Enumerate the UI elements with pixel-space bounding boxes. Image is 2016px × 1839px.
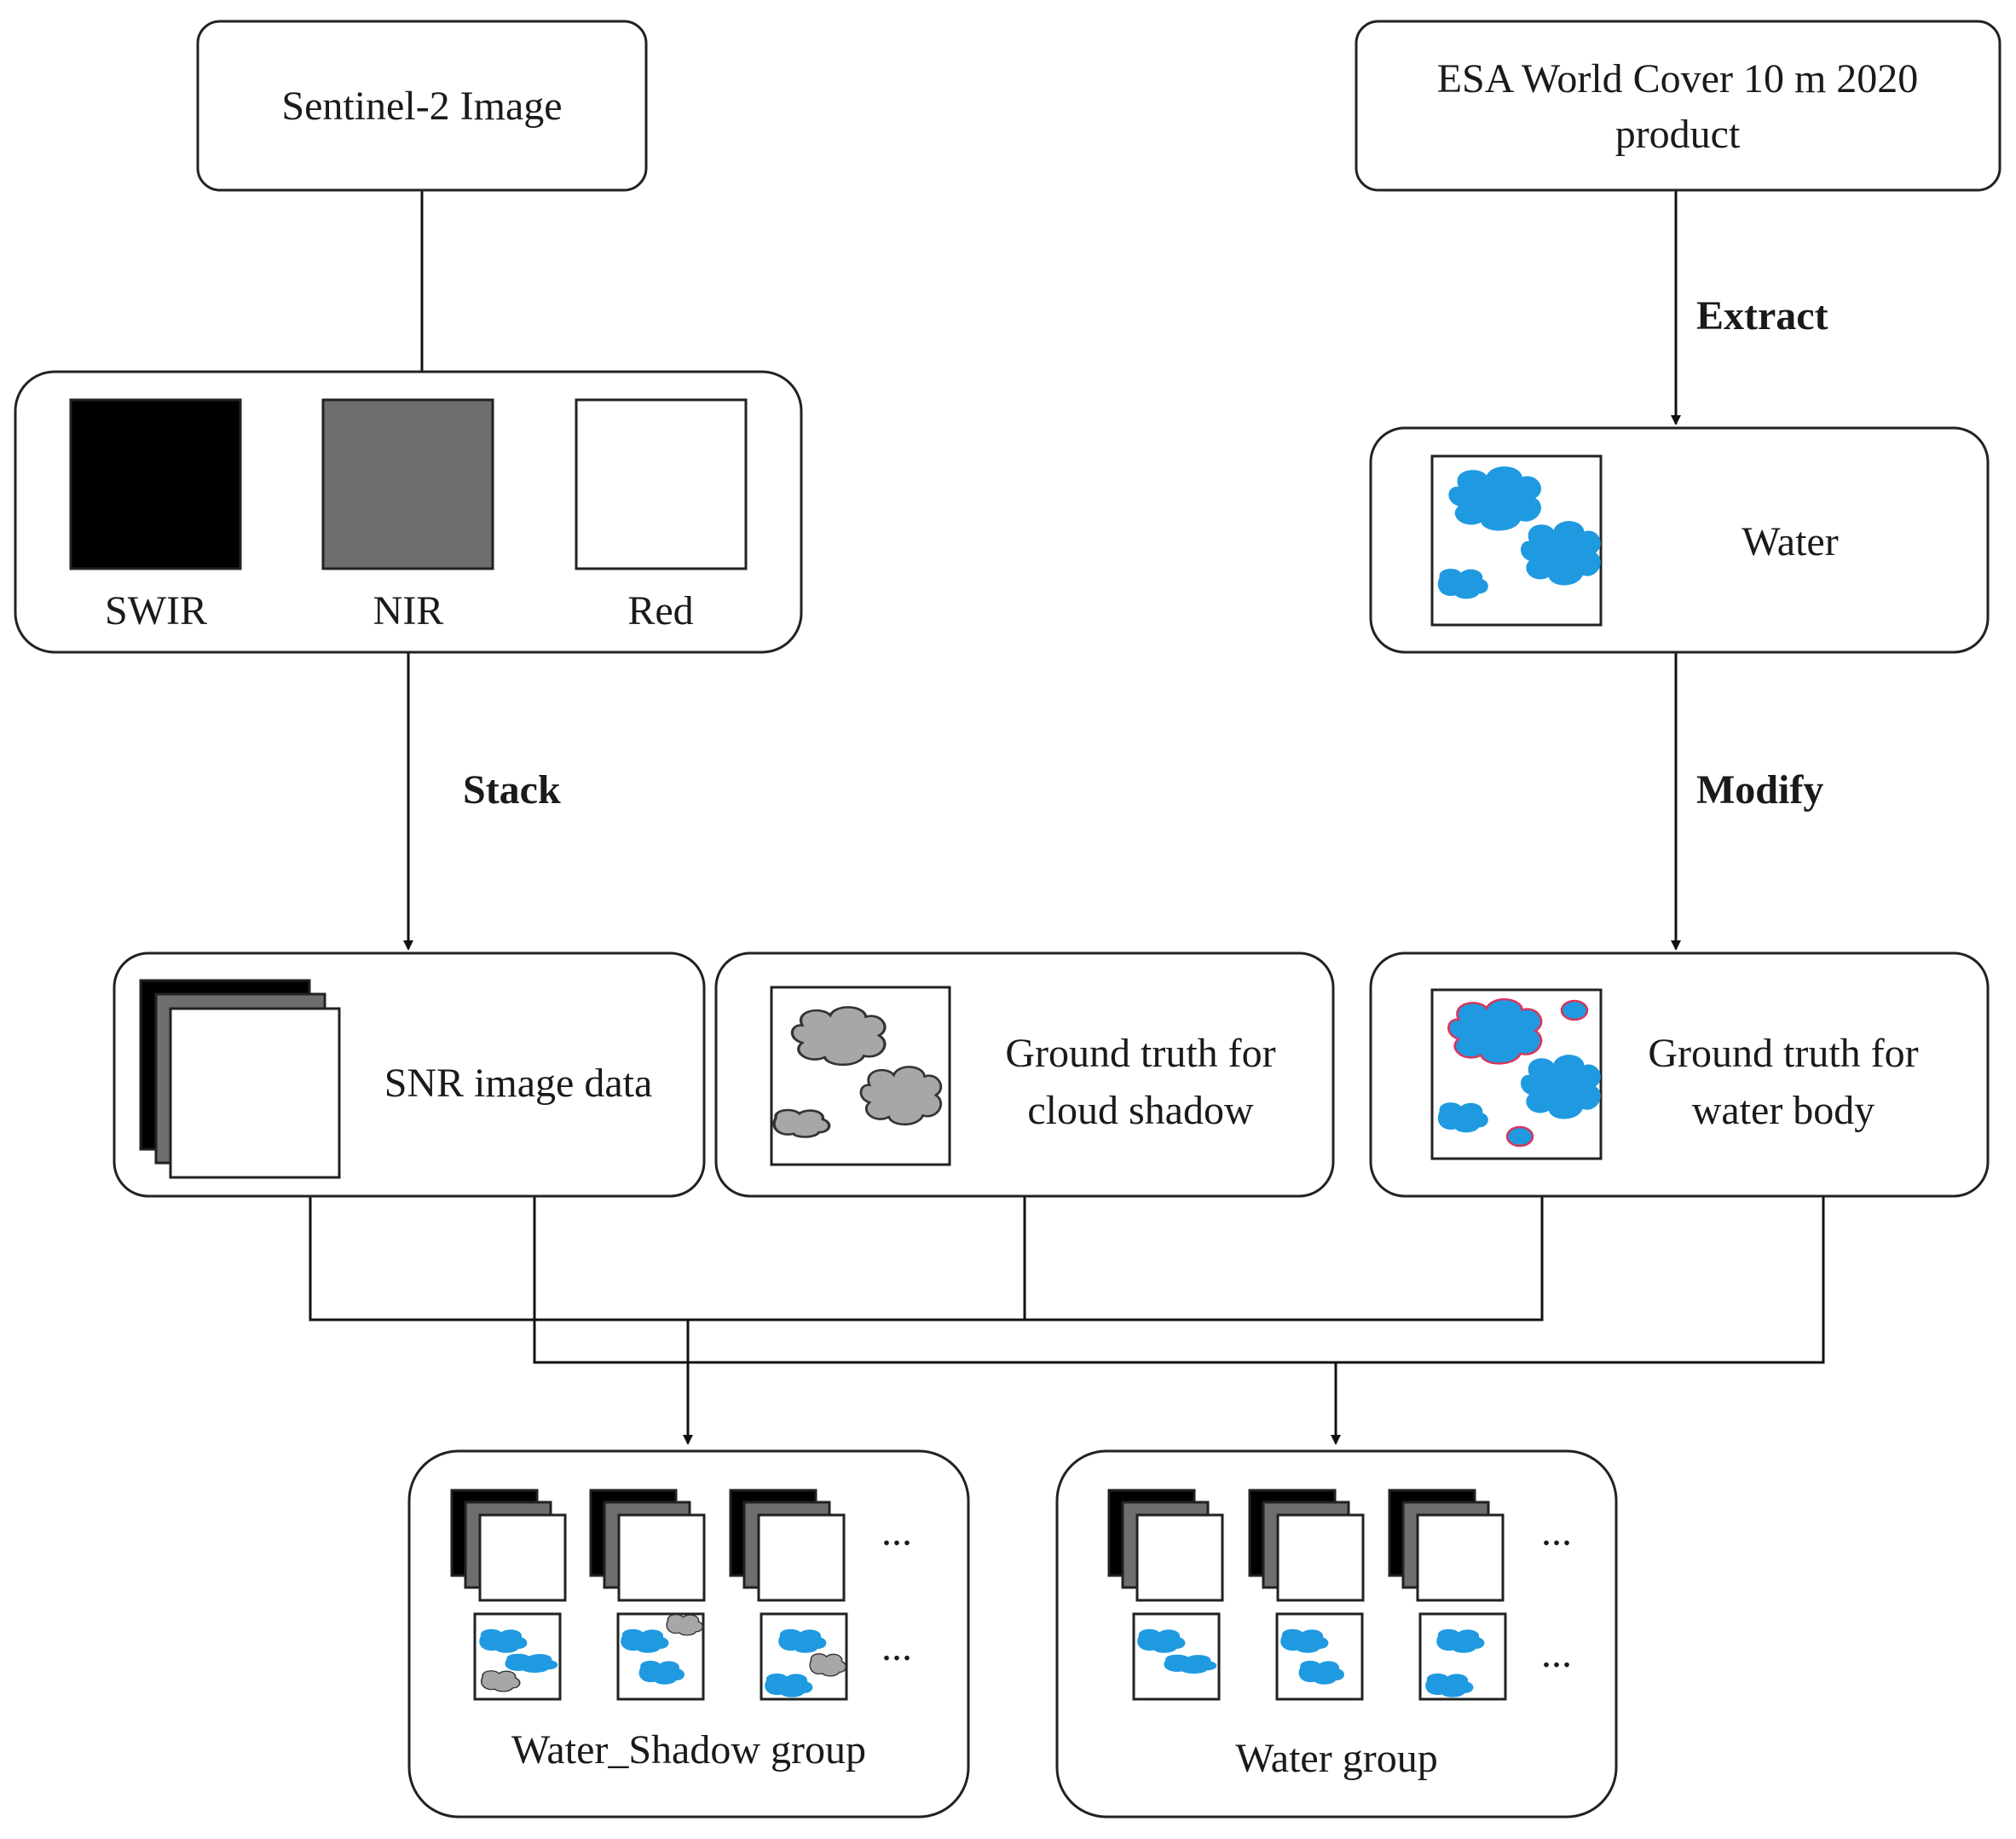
node-gt-shadow-line2: cloud shadow xyxy=(1027,1088,1254,1133)
node-sentinel: Sentinel-2 Image xyxy=(196,20,648,192)
w-mask-1 xyxy=(1132,1612,1221,1701)
ws-mask-2 xyxy=(616,1612,705,1701)
ws-stack-ellipsis: ... xyxy=(881,1509,912,1554)
w-stack-ellipsis: ... xyxy=(1541,1509,1572,1554)
w-stack-3 xyxy=(1388,1489,1505,1602)
node-water-group: ... ... Water group xyxy=(1055,1449,1618,1819)
node-sentinel-label: Sentinel-2 Image xyxy=(281,84,562,129)
node-gt-water-line2: water body xyxy=(1692,1088,1875,1133)
band-red-swatch xyxy=(575,398,748,570)
node-gt-water-line1: Ground truth for xyxy=(1648,1031,1918,1076)
ws-stack-1 xyxy=(450,1489,567,1602)
edge-label-modify: Modify xyxy=(1696,767,1823,813)
node-water-label: Water xyxy=(1742,519,1838,564)
ws-stack-3 xyxy=(729,1489,846,1602)
node-water-shadow-group: ... ... Water_Shadow group xyxy=(407,1449,970,1819)
w-stack-1 xyxy=(1107,1489,1224,1602)
ws-mask-1 xyxy=(473,1612,562,1701)
edge-label-extract: Extract xyxy=(1696,293,1828,338)
band-red-label: Red xyxy=(627,588,693,633)
node-water-shadow-group-label: Water_Shadow group xyxy=(511,1727,866,1772)
bus-water-shadow xyxy=(309,1196,1544,1321)
node-snr-label: SNR image data xyxy=(384,1061,653,1106)
ws-mask-ellipsis: ... xyxy=(881,1624,912,1669)
ws-stack-2 xyxy=(589,1489,706,1602)
stacked-layers-icon xyxy=(139,979,341,1179)
connectors xyxy=(309,190,1825,1445)
node-esa-label-line2: product xyxy=(1615,112,1741,157)
band-swir-label: SWIR xyxy=(105,588,207,633)
band-nir-label: NIR xyxy=(373,588,444,633)
w-mask-2 xyxy=(1275,1612,1364,1701)
node-water-group-label: Water group xyxy=(1235,1736,1437,1781)
w-stack-2 xyxy=(1248,1489,1365,1602)
band-nir-swatch xyxy=(321,398,494,570)
node-bands: SWIR NIR Red xyxy=(14,370,803,654)
node-gt-shadow: Ground truth for cloud shadow xyxy=(714,951,1335,1198)
node-gt-water: Ground truth for water body xyxy=(1369,951,1990,1198)
node-snr: SNR image data xyxy=(113,951,706,1198)
bus-water xyxy=(533,1196,1825,1364)
band-swir-swatch xyxy=(69,398,242,570)
edge-label-stack: Stack xyxy=(463,767,561,813)
node-water: Water xyxy=(1369,426,1990,654)
node-esa-label-line1: ESA World Cover 10 m 2020 xyxy=(1437,56,1919,101)
ws-mask-3 xyxy=(760,1612,848,1701)
node-esa: ESA World Cover 10 m 2020 product xyxy=(1355,20,2002,192)
water-body-icon xyxy=(1437,998,1601,1148)
w-mask-3 xyxy=(1418,1612,1507,1701)
w-mask-ellipsis: ... xyxy=(1541,1631,1572,1676)
node-gt-shadow-line1: Ground truth for xyxy=(1005,1031,1275,1076)
